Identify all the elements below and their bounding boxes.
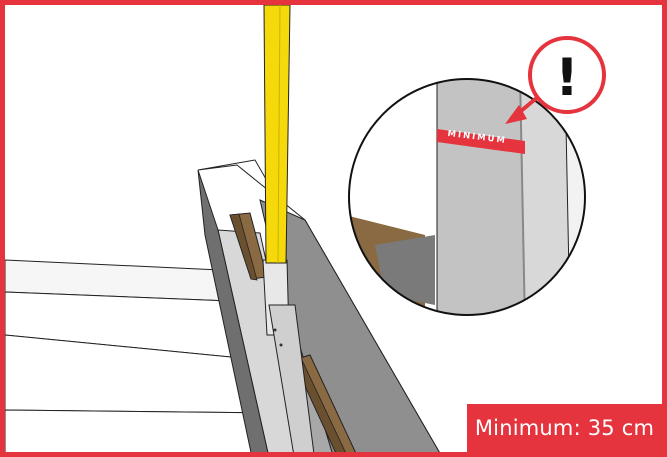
- post-bracket: [262, 259, 315, 452]
- alert-symbol: !: [555, 48, 579, 108]
- exclamation-icon: !: [528, 36, 606, 114]
- zoom-callout: MINIMUM: [348, 78, 586, 316]
- minimum-depth-badge: Minimum: 35 cm: [467, 404, 662, 452]
- installation-illustration: MINIMUM !: [5, 5, 606, 452]
- ground-slabs: [5, 259, 300, 452]
- yellow-post: [263, 5, 291, 264]
